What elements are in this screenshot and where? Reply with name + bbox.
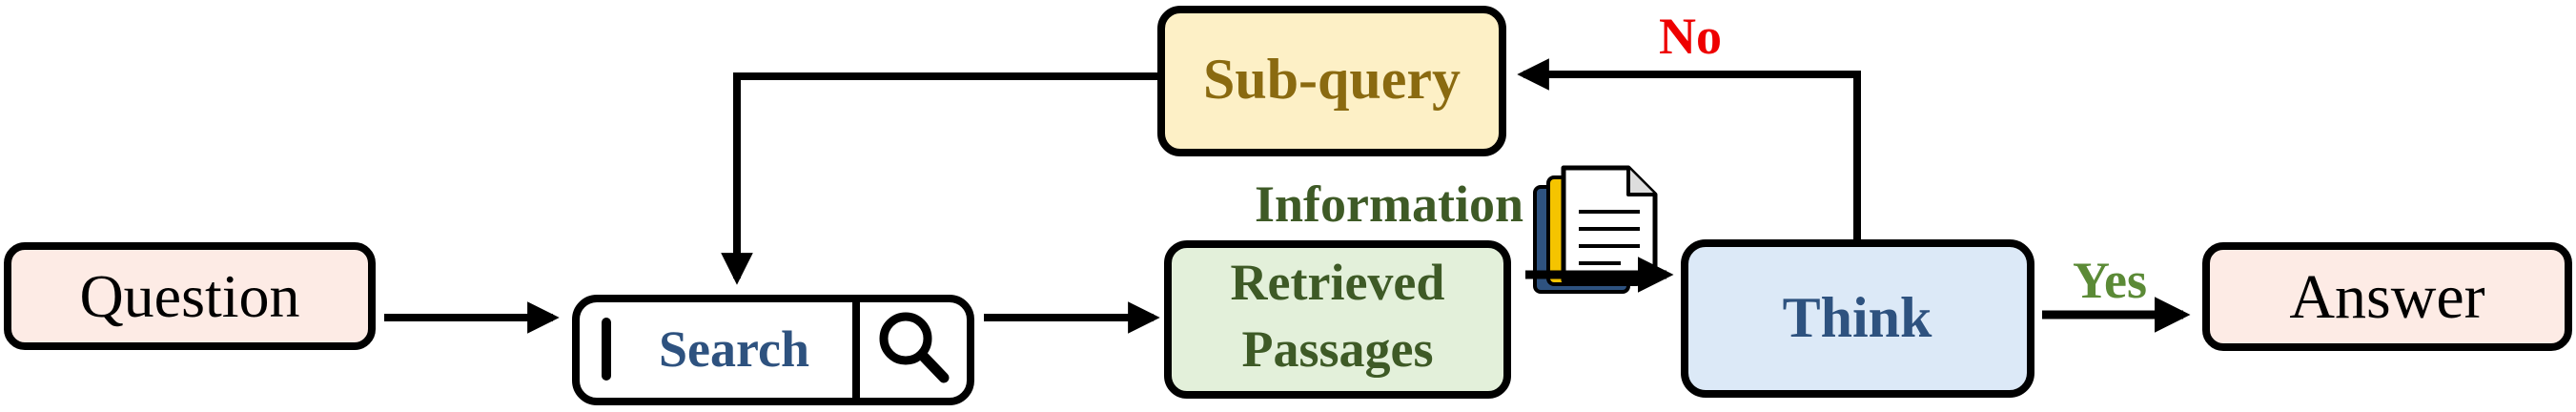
- magnifier-icon[interactable]: [879, 312, 950, 383]
- think-label: Think: [1783, 286, 1932, 349]
- search-bar[interactable]: Search: [572, 295, 974, 405]
- yes-label: Yes: [2073, 252, 2147, 309]
- loop-line-up: [1517, 58, 1861, 243]
- no-label: No: [1659, 8, 1722, 65]
- loop-line-down: [721, 72, 1161, 285]
- search-label: Search: [659, 320, 809, 378]
- retrieved-label-line1: Retrieved: [1231, 254, 1445, 311]
- retrieved-label-line2: Passages: [1242, 320, 1434, 378]
- subquery-label: Sub-query: [1203, 48, 1461, 111]
- question-node: Question: [4, 242, 376, 350]
- think-node: Think: [1681, 239, 2034, 398]
- answer-node: Answer: [2202, 242, 2572, 351]
- information-label: Information: [1255, 175, 1523, 233]
- retrieved-passages-node: Retrieved Passages: [1164, 240, 1511, 399]
- answer-label: Answer: [2289, 262, 2484, 332]
- document-stack-icon: [1533, 165, 1658, 294]
- question-label: Question: [79, 262, 299, 330]
- subquery-node: Sub-query: [1157, 6, 1506, 156]
